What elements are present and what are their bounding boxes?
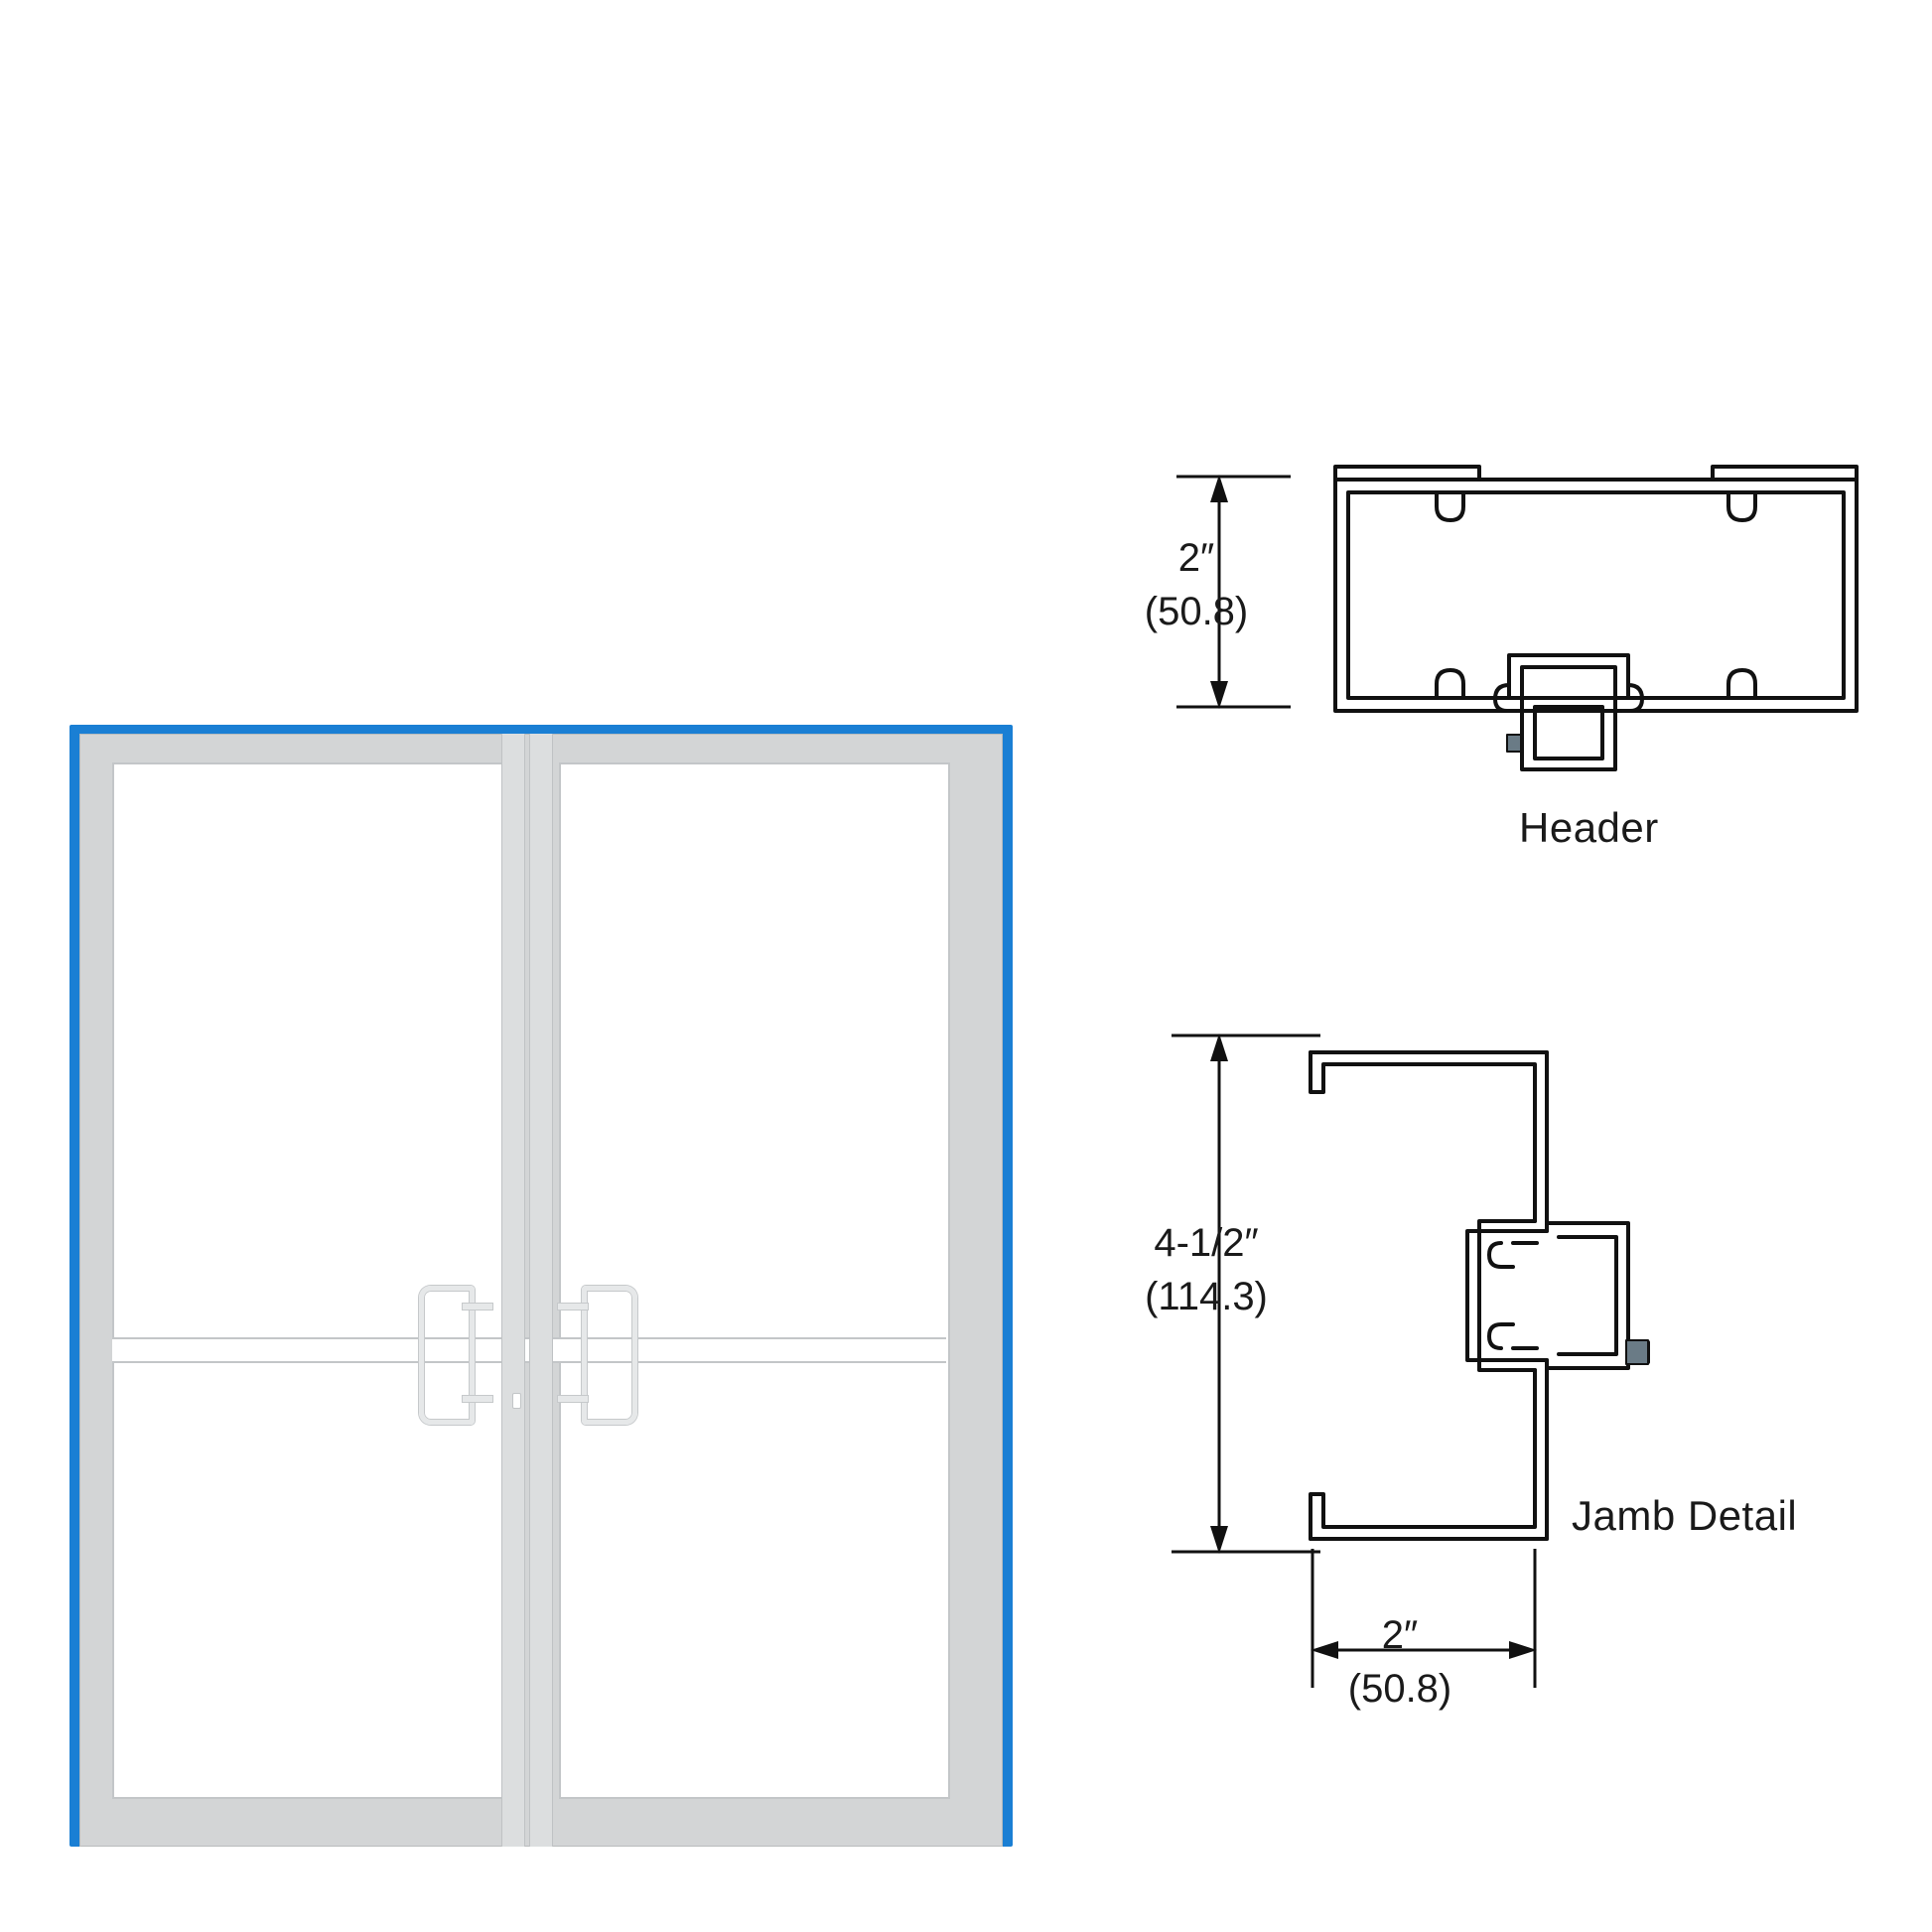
door-meeting-stile-left [501, 734, 525, 1847]
jamb-width-metric: (50.8) [1347, 1667, 1452, 1711]
door-leaf-left-glass [112, 762, 503, 1799]
door-pull-handle-right-arm-top [558, 1304, 588, 1310]
jamb-height-dimension-label: 4-1/2″ (114.3) [1102, 1216, 1311, 1323]
door-pull-handle-right-arm-bottom [558, 1396, 588, 1402]
header-dimension-label: 2″ (50.8) [1127, 531, 1266, 638]
jamb-detail-caption: Jamb Detail [1572, 1492, 1798, 1539]
door-pull-handle-left [419, 1286, 475, 1425]
jamb-width-imperial: 2″ [1381, 1613, 1419, 1657]
jamb-height-metric: (114.3) [1145, 1275, 1268, 1318]
header-dimension-metric: (50.8) [1144, 590, 1249, 633]
door-leaf-right-glass [559, 762, 950, 1799]
header-dimension-imperial: 2″ [1177, 536, 1215, 580]
door-pull-handle-left-arm-bottom [463, 1396, 492, 1402]
door-meeting-stile-right [529, 734, 553, 1847]
jamb-height-imperial: 4-1/2″ [1154, 1221, 1259, 1265]
double-door-elevation [69, 725, 1013, 1847]
jamb-width-dimension-label: 2″ (50.8) [1291, 1608, 1509, 1716]
header-profile-section [1333, 465, 1859, 771]
door-lock-keyhole [512, 1393, 521, 1409]
header-detail-caption: Header [1519, 804, 1659, 851]
door-pull-handle-left-arm-top [463, 1304, 492, 1310]
jamb-profile-section [1309, 1050, 1650, 1541]
door-pull-handle-right [582, 1286, 637, 1425]
